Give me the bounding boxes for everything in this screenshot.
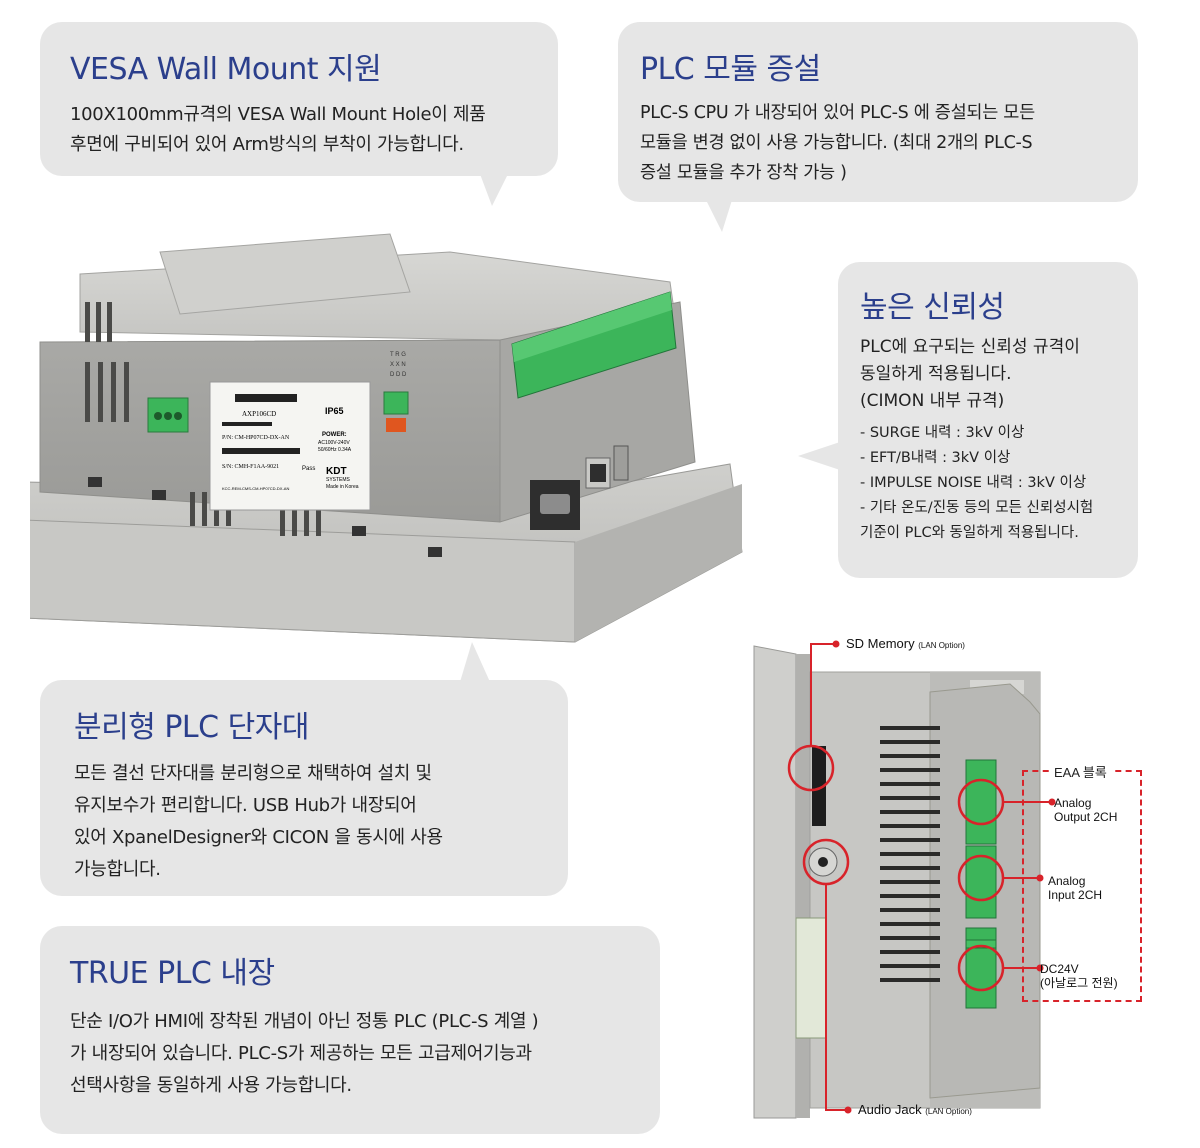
svg-text:T R G: T R G xyxy=(390,352,406,358)
true-plc-description: 단순 I/O가 HMI에 장착된 개념이 아닌 정통 PLC (PLC-S 계열… xyxy=(70,1011,539,1096)
true-plc-title: TRUE PLC 내장 xyxy=(70,956,275,991)
usb-port xyxy=(613,445,629,481)
svg-text:S/N: CMH-F1AA-9021: S/N: CMH-F1AA-9021 xyxy=(222,464,279,470)
list-item: 기준이 PLC와 동일하게 적용됩니다. xyxy=(860,525,1079,541)
svg-text:50/60Hz 0.34A: 50/60Hz 0.34A xyxy=(318,447,352,453)
bubble-tail xyxy=(480,174,508,206)
bubble-tail xyxy=(706,200,732,232)
svg-text:SYSTEMS: SYSTEMS xyxy=(326,477,351,483)
sd-memory-callout: SD Memory (LAN Option) xyxy=(846,636,965,651)
dc24v-callout: DC24V (아날로그 전원) xyxy=(1040,962,1118,990)
svg-text:Made in Korea: Made in Korea xyxy=(326,484,359,490)
terminal-description: 모든 결선 단자대를 분리형으로 채택하여 설치 및 유지보수가 편리합니다. … xyxy=(74,763,443,880)
product-label: AXP106CD IP65 P/N: CM-HP07CD-DX-AN POWER… xyxy=(209,381,371,511)
svg-text:POWER:: POWER: xyxy=(322,432,347,438)
list-item: - IMPULSE NOISE 내력 : 3kV 이상 xyxy=(860,475,1087,491)
svg-text:IP65: IP65 xyxy=(325,406,344,416)
true-plc-bubble: TRUE PLC 내장 단순 I/O가 HMI에 장착된 개념이 아닌 정통 P… xyxy=(40,926,660,1134)
terminal-title: 분리형 PLC 단자대 xyxy=(74,710,309,745)
analog-input-callout: Analog Input 2CH xyxy=(1048,874,1103,902)
list-item: - 기타 온도/진동 등의 모든 신뢰성시험 xyxy=(860,500,1094,516)
plc-module-description: PLC-S CPU 가 내장되어 있어 PLC-S 에 증설되는 모든 모듈을 … xyxy=(640,103,1035,183)
svg-text:AXP106CD: AXP106CD xyxy=(242,410,276,418)
device-back-view-image: AXP106CD IP65 P/N: CM-HP07CD-DX-AN POWER… xyxy=(30,233,743,643)
svg-text:X X N: X X N xyxy=(390,362,406,368)
analog-output-callout: Analog Output 2CH xyxy=(1054,796,1118,824)
reliability-title: 높은 신뢰성 xyxy=(860,290,1005,325)
plc-module-bubble: PLC 모듈 증설 PLC-S CPU 가 내장되어 있어 PLC-S 에 증설… xyxy=(618,22,1138,232)
list-item: - EFT/B내력 : 3kV 이상 xyxy=(860,450,1011,466)
svg-text:AC100V-240V: AC100V-240V xyxy=(318,440,350,446)
eaa-block-title: EAA 블록 xyxy=(1050,762,1111,781)
terminal-block-bubble: 분리형 PLC 단자대 모든 결선 단자대를 분리형으로 채택하여 설치 및 유… xyxy=(40,642,568,896)
svg-text:P/N: CM-HP07CD-DX-AN: P/N: CM-HP07CD-DX-AN xyxy=(222,435,290,441)
list-item: - SURGE 내력 : 3kV 이상 xyxy=(860,425,1025,441)
svg-text:D D D: D D D xyxy=(390,372,407,378)
svg-text:KCC-REM-CMS-CM-HP07CD-DX-AN: KCC-REM-CMS-CM-HP07CD-DX-AN xyxy=(222,486,289,491)
eaa-terminals xyxy=(965,759,997,1009)
reliability-description: PLC에 요구되는 신뢰성 규격이 동일하게 적용됩니다. (CIMON 내부 … xyxy=(860,337,1080,411)
vesa-description: 100X100mm규격의 VESA Wall Mount Hole이 제품 후면… xyxy=(70,104,486,155)
plc-module-title: PLC 모듈 증설 xyxy=(640,52,821,87)
audio-jack-callout: Audio Jack (LAN Option) xyxy=(858,1102,972,1117)
reliability-bubble: 높은 신뢰성 PLC에 요구되는 신뢰성 규격이 동일하게 적용됩니다. (CI… xyxy=(798,262,1138,578)
bubble-tail xyxy=(798,442,840,470)
io-terminal-strip xyxy=(511,291,677,399)
svg-text:Pass: Pass xyxy=(302,466,315,472)
vesa-feature-bubble: VESA Wall Mount 지원 100X100mm규격의 VESA Wal… xyxy=(40,22,558,206)
device-side-view-image xyxy=(753,640,1056,1119)
bubble-tail xyxy=(460,642,490,682)
svg-text:KDT: KDT xyxy=(326,466,347,477)
reliability-spec-list: - SURGE 내력 : 3kV 이상 - EFT/B내력 : 3kV 이상 -… xyxy=(860,421,1116,546)
vesa-title: VESA Wall Mount 지원 xyxy=(70,52,382,87)
